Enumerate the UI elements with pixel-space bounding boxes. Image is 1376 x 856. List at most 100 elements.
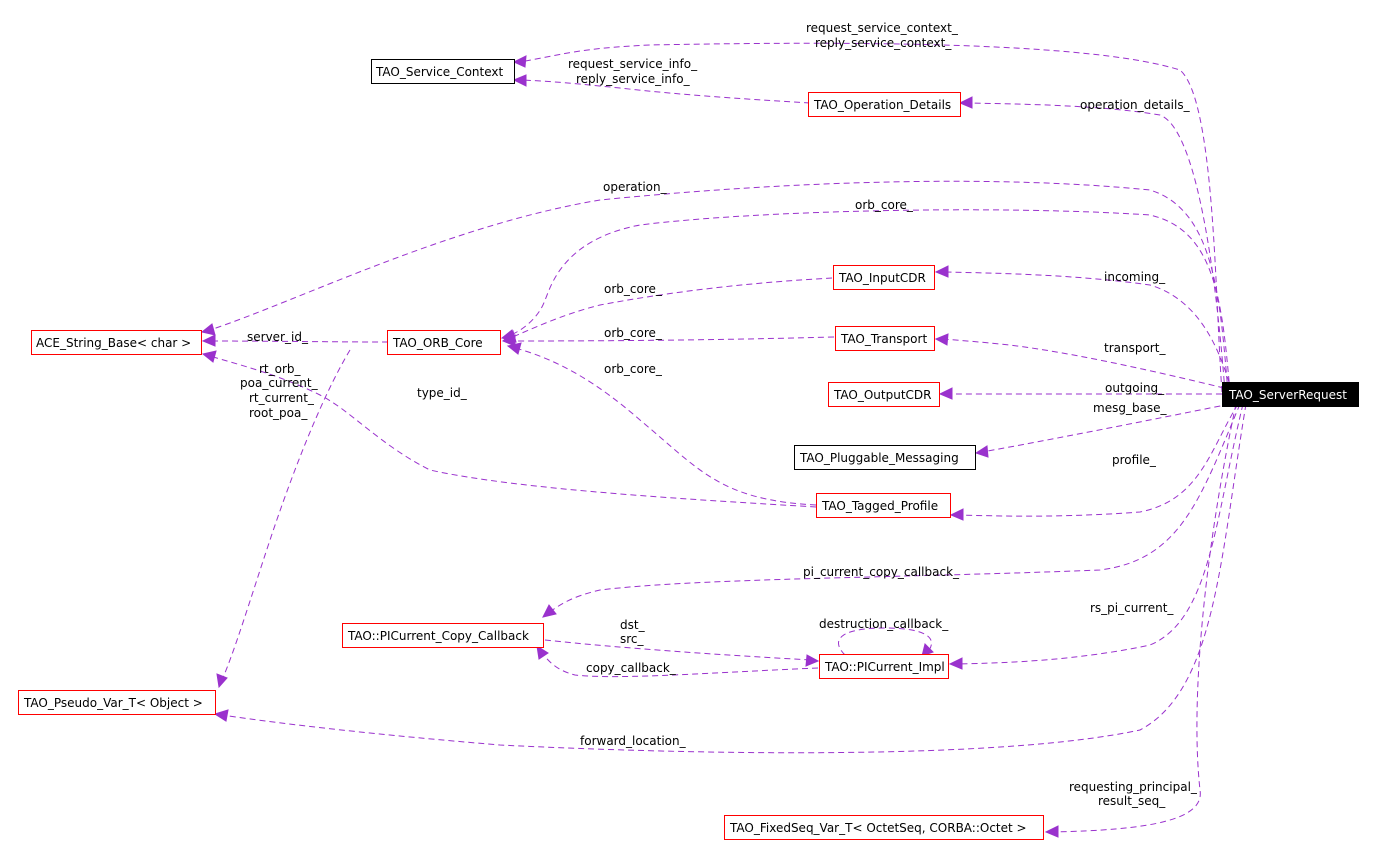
- edge-request-reply-service-info: [519, 79, 811, 104]
- arrowhead-copy-callback: [536, 644, 549, 660]
- label-type-id: type_id_: [417, 386, 468, 400]
- arrowhead-rt-orb-poa: [216, 673, 228, 689]
- node-tao-pluggable-messaging-label: TAO_Pluggable_Messaging: [799, 451, 959, 465]
- node-tao-input-cdr[interactable]: TAO_InputCDR: [833, 265, 935, 290]
- edge-destruction-callback: [838, 627, 932, 656]
- node-ace-string-base-label: ACE_String_Base< char >: [36, 336, 191, 350]
- node-tao-service-context-label: TAO_Service_Context: [375, 65, 503, 79]
- label-root-poa: root_poa_: [249, 406, 308, 420]
- edge-orb-core-profile: [514, 347, 817, 506]
- label-orb-core-input: orb_core_: [604, 282, 663, 296]
- node-tao-pseudo-var[interactable]: TAO_Pseudo_Var_T< Object >: [18, 690, 216, 715]
- edge-incoming: [941, 271, 1233, 393]
- node-tao-fixedseq-var-label: TAO_FixedSeq_Var_T< OctetSeq, CORBA::Oct…: [729, 821, 1027, 835]
- label-rt-orb: rt_orb_: [259, 362, 302, 376]
- edge-labels: request_service_context_ reply_service_c…: [240, 21, 1198, 808]
- label-orb-core-transport: orb_core_: [604, 326, 663, 340]
- node-tao-pluggable-messaging[interactable]: TAO_Pluggable_Messaging: [794, 445, 976, 470]
- label-destruction-callback: destruction_callback_: [819, 617, 949, 631]
- label-request-service-info: request_service_info_: [568, 57, 698, 71]
- edge-rs-pi-current: [955, 403, 1244, 665]
- node-tao-transport-label: TAO_Transport: [840, 332, 927, 346]
- label-orb-core-top: orb_core_: [855, 198, 914, 212]
- node-tao-server-request[interactable]: TAO_ServerRequest: [1222, 382, 1359, 407]
- label-outgoing: outgoing_: [1105, 381, 1165, 395]
- node-tao-server-request-label: TAO_ServerRequest: [1228, 388, 1347, 402]
- label-rs-pi-current: rs_pi_current_: [1090, 601, 1174, 615]
- edge-orb-core-transport: [509, 336, 835, 342]
- label-operation: operation_: [603, 180, 668, 194]
- edge-profile: [956, 403, 1239, 517]
- node-tao-operation-details[interactable]: TAO_Operation_Details: [808, 92, 961, 117]
- edge-transport: [941, 338, 1225, 389]
- node-tao-transport[interactable]: TAO_Transport: [835, 326, 935, 351]
- label-requesting-principal: requesting_principal_: [1069, 780, 1198, 794]
- node-tao-tagged-profile[interactable]: TAO_Tagged_Profile: [816, 493, 951, 518]
- arrowhead-transport: [934, 333, 949, 346]
- label-forward-location: forward_location_: [580, 734, 687, 748]
- label-request-service-context: request_service_context_: [806, 21, 959, 35]
- node-tao-output-cdr[interactable]: TAO_OutputCDR: [828, 382, 940, 407]
- arrowhead-orb-core-profile: [506, 342, 522, 355]
- label-reply-service-info: reply_service_info_: [576, 72, 691, 86]
- arrowhead-operation: [200, 323, 216, 336]
- arrowhead-mesg-base: [974, 445, 989, 458]
- edge-rt-orb-poa: [221, 349, 351, 681]
- edge-server-id: [209, 340, 389, 343]
- label-profile: profile_: [1112, 453, 1157, 467]
- arrowhead-dst-src: [805, 654, 820, 667]
- arrowhead-incoming: [934, 265, 949, 278]
- label-rt-current: rt_current_: [249, 391, 315, 405]
- label-src: src_: [620, 632, 645, 646]
- arrowhead-type-id: [201, 350, 217, 363]
- edges: [200, 42, 1247, 838]
- label-copy-callback: copy_callback_: [586, 661, 677, 675]
- edge-request-reply-service-context: [519, 42, 1223, 393]
- label-incoming: incoming_: [1104, 270, 1166, 284]
- arrowhead-forward-location: [213, 709, 229, 722]
- edge-orb-core-top: [507, 209, 1231, 393]
- label-server-id: server_id_: [247, 330, 309, 344]
- label-poa-current: poa_current_: [240, 376, 319, 390]
- arrowhead-profile: [949, 508, 964, 521]
- edge-orb-core-input: [509, 277, 833, 339]
- arrowhead-operation-details: [958, 96, 973, 109]
- node-picurrent-impl-label: TAO::PICurrent_Impl: [824, 660, 945, 674]
- edge-dst-src: [544, 639, 813, 661]
- arrowhead-orb-core-transport: [501, 334, 516, 347]
- node-tao-output-cdr-label: TAO_OutputCDR: [833, 388, 931, 402]
- node-picurrent-copy-callback[interactable]: TAO::PICurrent_Copy_Callback: [342, 623, 544, 648]
- node-picurrent-copy-callback-label: TAO::PICurrent_Copy_Callback: [347, 629, 529, 643]
- edge-operation: [209, 180, 1229, 393]
- arrowhead-service-context-1: [512, 55, 527, 68]
- node-picurrent-impl[interactable]: TAO::PICurrent_Impl: [819, 654, 949, 679]
- label-orb-core-profile: orb_core_: [604, 362, 663, 376]
- node-tao-operation-details-label: TAO_Operation_Details: [813, 98, 951, 112]
- arrowhead-requesting-principal: [1044, 825, 1059, 838]
- edge-type-id: [209, 355, 817, 508]
- label-reply-service-context: reply_service_context_: [815, 36, 952, 50]
- label-result-seq: result_seq_: [1098, 794, 1166, 808]
- node-tao-input-cdr-label: TAO_InputCDR: [838, 271, 926, 285]
- node-tao-tagged-profile-label: TAO_Tagged_Profile: [821, 499, 938, 513]
- label-pi-current-copy-callback: pi_current_copy_callback_: [803, 565, 960, 579]
- node-tao-orb-core-label: TAO_ORB_Core: [392, 336, 483, 350]
- nodes: TAO_Service_Context TAO_Operation_Detail…: [18, 59, 1359, 840]
- edge-pi-current-copy-callback: [547, 403, 1241, 614]
- arrowhead-outgoing: [938, 387, 953, 400]
- node-tao-orb-core[interactable]: TAO_ORB_Core: [387, 330, 501, 355]
- arrowhead-pi-current-copy-callback: [542, 604, 557, 618]
- label-mesg-base: mesg_base_: [1093, 401, 1168, 415]
- edge-operation-details: [965, 102, 1226, 393]
- edge-forward-location: [221, 403, 1247, 754]
- label-transport: transport_: [1104, 341, 1166, 355]
- edge-requesting-principal: [1051, 403, 1237, 833]
- arrowhead-server-id: [201, 334, 216, 347]
- arrowhead-rs-pi-current: [948, 657, 963, 670]
- edge-mesg-base: [981, 403, 1231, 453]
- label-operation-details: operation_details_: [1080, 98, 1191, 112]
- node-ace-string-base[interactable]: ACE_String_Base< char >: [31, 330, 202, 355]
- node-tao-service-context[interactable]: TAO_Service_Context: [371, 59, 515, 84]
- node-tao-fixedseq-var[interactable]: TAO_FixedSeq_Var_T< OctetSeq, CORBA::Oct…: [724, 815, 1044, 840]
